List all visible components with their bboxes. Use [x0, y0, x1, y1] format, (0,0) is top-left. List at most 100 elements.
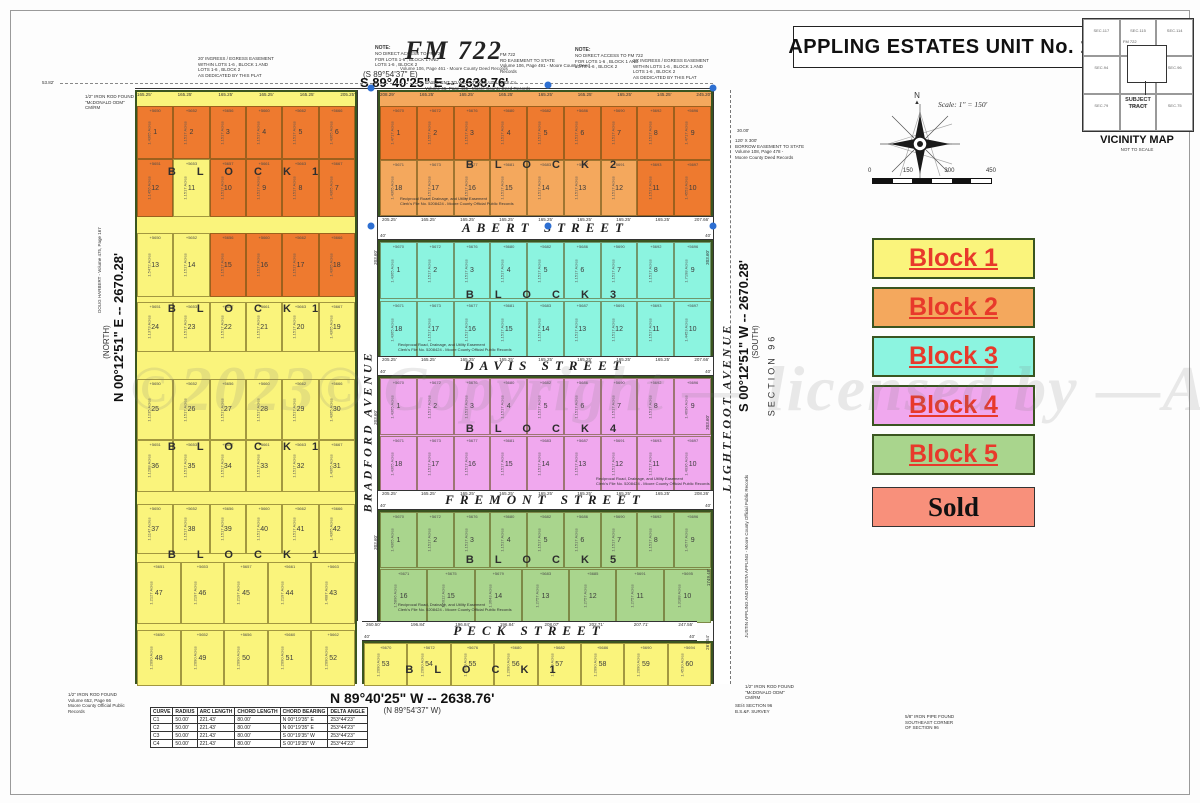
subject-tract-leader	[1145, 81, 1146, 95]
street-name-bradford: BRADFORD AVENUE	[360, 350, 375, 513]
ingress-easement-note-right: 20' INGRESS / EGRESS EASEMENT WITHIN LOT…	[633, 58, 709, 80]
west-boundary-bearing: (NORTH) N 00°12'51" E -- 2670.28'	[102, 252, 126, 402]
lot-acreage: 1.1517 Acres	[219, 517, 225, 541]
legend-item-label: Block 4	[909, 391, 998, 419]
lot-acreage: 1.1517 Acres	[536, 317, 542, 342]
row-width-label: 40'	[689, 634, 695, 639]
section-96-label: SECTION 96	[766, 333, 777, 417]
dimension-label: 165.25'	[218, 92, 233, 97]
side-dimension: 267.54'	[704, 635, 710, 650]
lot-acreage: 1.2127 Acres	[148, 581, 154, 605]
lot-acreage: 1.1517 Acres	[610, 317, 616, 342]
lot-address: +5667	[331, 442, 343, 447]
lot-address: +5692	[650, 514, 662, 519]
lot-address: +5691	[613, 438, 625, 443]
curve-table-cell: N 00°19'35" E	[279, 715, 329, 724]
lot-number: 10	[223, 184, 232, 192]
scalebar	[872, 178, 992, 184]
legend-item: Block 5	[872, 434, 1035, 475]
state-easement-note: FM 722 RD EASEMENT TO STATE Volume 106, …	[500, 52, 590, 74]
lot-acreage: 1.2090 Acres	[323, 646, 329, 670]
row-width-label: 40'	[705, 503, 711, 508]
lot-number: 13	[578, 184, 587, 192]
lot-number: 5	[543, 267, 548, 274]
lot-acreage: 1.1517 Acres	[610, 258, 616, 283]
fm722-road-label: FM 722 Volume 106, Page 461 - Moore Coun…	[400, 36, 508, 71]
lot-number: 9	[690, 267, 695, 274]
lot-acreage: 1.1517 Acres	[291, 454, 297, 478]
lot-address: +5667	[331, 304, 343, 309]
lot-acreage: 1.1517 Acres	[573, 394, 579, 419]
lot-address: +5679	[492, 571, 504, 576]
legend-item-label: Block 2	[909, 293, 998, 321]
lot-acreage: 1.1517 Acres	[647, 176, 653, 200]
lot-acreage: 1.1517 Acres	[255, 517, 261, 541]
lot-address: +5657	[222, 442, 234, 447]
lot-address: +5651	[149, 161, 161, 166]
row-width-label: 40'	[364, 634, 370, 639]
lot-acreage: 1.1517 Acres	[255, 397, 261, 422]
lot-acreage: 1.1517 Acres	[219, 454, 225, 478]
fm722-dimensions: 208.29'165.25'165.25'165.25'165.25'165.2…	[380, 92, 711, 97]
lot-acreage: 1.1517 Acres	[255, 253, 261, 277]
lot-address: +5670	[392, 380, 405, 385]
lot-acreage: 1.4696 Acres	[683, 394, 689, 419]
scalebar-segment	[912, 179, 933, 183]
lot-address: +5697	[687, 162, 699, 167]
lot-number: 14	[541, 460, 550, 468]
lot-address: +5694	[683, 645, 695, 650]
lot-number: 4	[506, 536, 511, 544]
lot-acreage: 1.1517 Acres	[291, 253, 297, 277]
side-dimension: 303.60'	[704, 250, 710, 265]
side-dimension: 303.60'	[372, 410, 378, 425]
lot-number: 11	[652, 460, 660, 468]
lot-number: 34	[223, 462, 232, 470]
dimension-label: 196.84'	[410, 622, 426, 627]
scalebar-tick-label: 0	[868, 168, 872, 174]
dimension-label: 260.50'	[366, 622, 381, 627]
scalebar-tick-label: 450	[985, 168, 996, 174]
row-width-label: 40'	[705, 233, 711, 238]
legend-item: Block 1	[872, 238, 1035, 279]
lot-number: 1	[153, 129, 158, 136]
lot-acreage: 1.1517 Acres	[426, 258, 432, 283]
dim-1749: 1749.48'	[706, 568, 712, 587]
lot-number: 35	[187, 462, 196, 470]
lot-number: 28	[260, 406, 269, 413]
legend-item: Block 3	[872, 336, 1035, 377]
lot-number: 41	[296, 525, 305, 533]
curve-table-cell: 50.00'	[172, 715, 198, 724]
lot-acreage: 1.4365 Acres	[328, 253, 334, 277]
borrow-easement-note: 120' X 300' BORROW EASEMENT TO STATE Vol…	[735, 138, 805, 160]
lot-number: 44	[285, 589, 294, 597]
dimension-label: 207.71'	[633, 622, 649, 627]
